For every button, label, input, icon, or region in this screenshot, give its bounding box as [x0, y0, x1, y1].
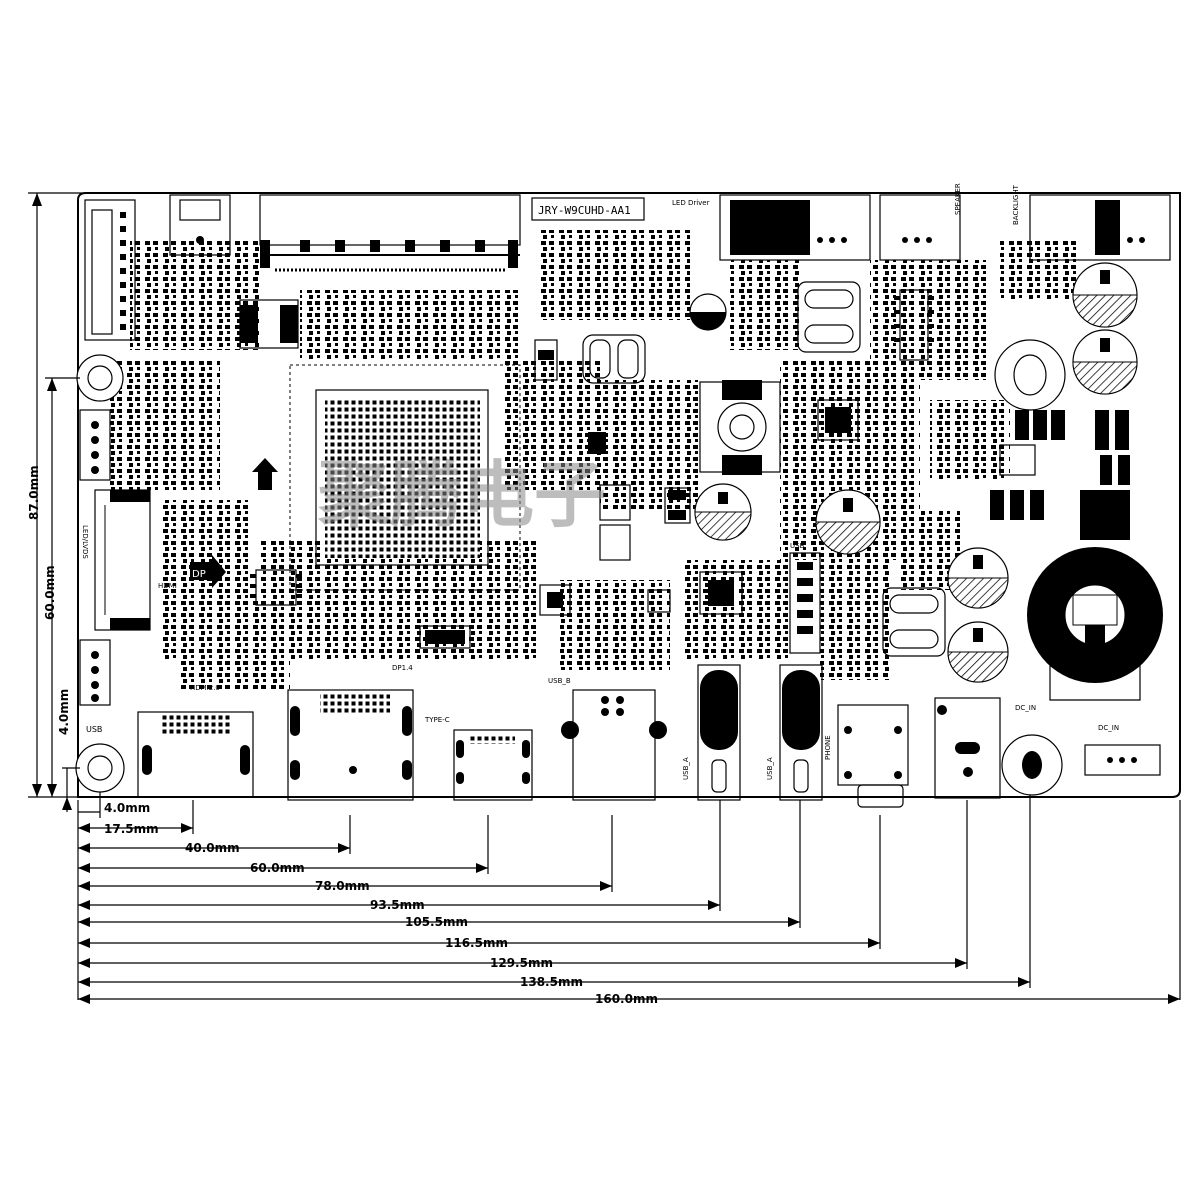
dc-in-label: DC_IN: [1015, 704, 1036, 712]
dc-in-mount: [1001, 734, 1063, 796]
soic-chip-long: [419, 625, 471, 649]
dc-in-label-2: DC_IN: [1098, 724, 1119, 732]
regulator-ic: [999, 444, 1036, 476]
capacitor-2: [815, 489, 881, 555]
dim-h-93-5: 93.5mm: [370, 898, 425, 912]
dim-vertical-87: 87.0mm: [27, 465, 41, 520]
up-arrow-icon: [252, 458, 278, 490]
dim-h-40: 40.0mm: [185, 841, 240, 855]
dc-in-connector: [1084, 744, 1161, 776]
dim-h-78: 78.0mm: [315, 879, 370, 893]
mounting-hole-top-left: [76, 354, 124, 402]
dim-h-60: 60.0mm: [250, 861, 305, 875]
mounting-hole-right: [994, 339, 1066, 411]
power-mosfet: [1080, 490, 1130, 540]
model-label: JRY-W9CUHD-AA1: [538, 204, 631, 217]
lvds-side-connector: [94, 489, 151, 631]
type-c-port: [453, 729, 533, 801]
top-left-connector: [169, 194, 231, 256]
usb-b-port: [561, 689, 667, 801]
qfn-chip-2: [699, 571, 743, 615]
board-outline: [77, 192, 1181, 798]
usb-a-port-2: [779, 664, 823, 801]
capacitor-5: [947, 547, 1009, 609]
usb-b-label: USB_B: [548, 677, 571, 685]
eeprom-chip: [250, 569, 302, 606]
dp-port: [287, 689, 414, 801]
crystal-2: [797, 281, 861, 353]
component-texture: [110, 230, 1080, 690]
hdmi2-label: HDMI2.0: [190, 684, 220, 692]
left-jst-connector-1: [79, 409, 111, 481]
buzzer: [689, 293, 727, 331]
model-label-box: [531, 197, 645, 221]
usb-top-label: USB: [790, 542, 805, 550]
dim-h-105-5: 105.5mm: [405, 915, 468, 929]
led-driver-label: LED Driver: [672, 199, 710, 207]
main-soc-bga: [289, 364, 521, 591]
capacitor-3: [1072, 262, 1138, 328]
dim-h-129-5: 129.5mm: [490, 956, 553, 970]
vertical-dimension-labels: 87.0mm 60.0mm 4.0mm: [27, 465, 71, 735]
phone-jack: [837, 704, 909, 808]
qfn-chip-3: [817, 399, 859, 441]
dc-barrel-jack: [934, 697, 1001, 799]
usb-a-label-2: USB_A: [766, 757, 774, 780]
dim-h-17-5: 17.5mm: [104, 822, 159, 836]
dp-label: DP: [192, 569, 206, 580]
dim-h-4: 4.0mm: [104, 801, 150, 815]
left-jst-connector-2: [79, 639, 111, 706]
top-right-connectors: [719, 194, 1171, 261]
usb-left-label: USB: [86, 725, 102, 734]
type-c-label: TYPE-C: [424, 716, 450, 724]
dim-vertical-60: 60.0mm: [43, 565, 57, 620]
capacitor-6: [947, 621, 1009, 683]
lvds-header: [84, 199, 136, 341]
usb-top-connector: [789, 552, 821, 654]
power-inductor: [699, 380, 781, 475]
qfn-chip-4: [647, 589, 671, 613]
crystal-3: [882, 587, 946, 657]
right-arrow-icon: [190, 555, 226, 588]
toroid-inductor: [1027, 547, 1163, 701]
dim-h-138-5: 138.5mm: [520, 975, 583, 989]
lvds-label: LED/LVDS: [81, 525, 89, 559]
capacitor-1: [694, 483, 752, 541]
resistor-array-right: [990, 410, 1130, 520]
horizontal-dimension-labels: 4.0mm 17.5mm 40.0mm 60.0mm 78.0mm 93.5mm…: [78, 795, 1180, 1006]
inductor-top-left: [239, 299, 299, 349]
qfn-chip-1: [539, 584, 571, 616]
watermark-text: 聚腾电子: [317, 453, 606, 537]
dimension-layer: [28, 192, 1181, 1000]
dim-h-160: 160.0mm: [595, 992, 658, 1006]
backlight-label: BACKLIGHT: [1012, 184, 1020, 225]
hdmi-port-1: [137, 711, 254, 798]
capacitor-4: [1072, 329, 1138, 395]
usb-a-port-1: [697, 664, 741, 801]
dimension-arrowheads: [78, 823, 1180, 1004]
speaker-label: SPEAKER: [954, 183, 962, 215]
hdmi-label: HDMI: [158, 582, 177, 590]
phone-label: PHONE: [824, 735, 832, 760]
sot-parts-middle: [534, 339, 691, 561]
dim-vertical-4: 4.0mm: [57, 689, 71, 735]
dim-h-116-5: 116.5mm: [445, 936, 508, 950]
usb-a-label-1: USB_A: [682, 757, 690, 780]
dp14-label: DP1.4: [392, 664, 413, 672]
mounting-hole-bottom-left: [75, 743, 125, 793]
crystal-1: [582, 334, 646, 384]
dip-ic: [894, 289, 934, 361]
fpc-connector: [259, 194, 521, 272]
